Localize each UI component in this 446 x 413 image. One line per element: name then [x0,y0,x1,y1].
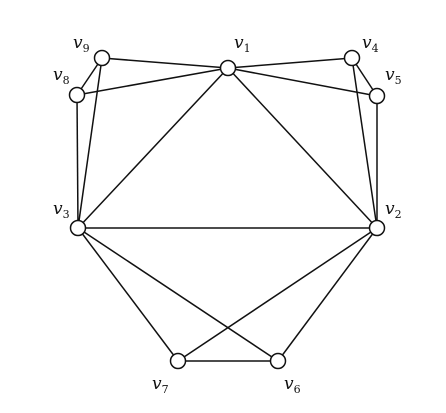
edge-v1-v4 [227,57,353,69]
node-label-v6: v6 [284,374,301,396]
edge-v3-v6 [77,227,279,362]
edge-v1-v2 [227,67,378,229]
node-v8 [68,86,86,104]
node-label-v4: v4 [362,33,379,55]
edge-v1-v3 [77,67,229,229]
edge-v8-v3 [76,94,79,229]
node-label-v7: v7 [152,374,169,396]
node-label-v9: v9 [73,33,90,55]
node-v2 [368,219,386,237]
edge-v9-v3 [77,57,103,229]
node-layer [68,49,386,370]
edge-layer [76,57,378,362]
node-v6 [269,352,287,370]
edge-v2-v6 [277,227,378,362]
node-v4 [343,49,361,67]
edge-v2-v7 [177,227,378,362]
edge-v1-v9 [101,57,229,69]
node-v7 [169,352,187,370]
node-label-v8: v8 [53,65,70,87]
edge-v3-v7 [77,227,179,362]
node-label-v2: v2 [385,199,402,221]
edge-v1-v8 [76,67,229,96]
node-label-v5: v5 [385,65,402,87]
node-v9 [93,49,111,67]
node-label-v1: v1 [234,33,251,55]
edge-v1-v5 [227,67,378,97]
edge-v4-v2 [351,57,378,229]
node-label-v3: v3 [53,199,70,221]
node-v1 [219,59,237,77]
node-v5 [368,87,386,105]
node-v3 [69,219,87,237]
